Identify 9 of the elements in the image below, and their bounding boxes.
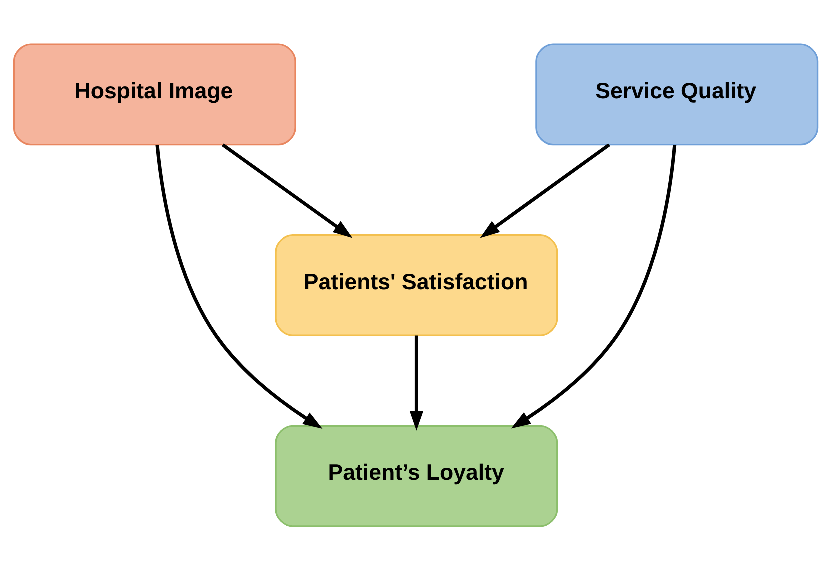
arrow <box>511 144 677 428</box>
node-box: Patient’s Loyalty <box>275 424 558 527</box>
arrow <box>222 143 353 238</box>
node-box: Patients' Satisfaction <box>275 234 558 336</box>
arrow <box>410 335 424 430</box>
node-box: Hospital Image <box>13 43 296 146</box>
arrow <box>480 143 610 238</box>
arrow <box>156 144 323 428</box>
node-box: Service Quality <box>536 43 819 146</box>
